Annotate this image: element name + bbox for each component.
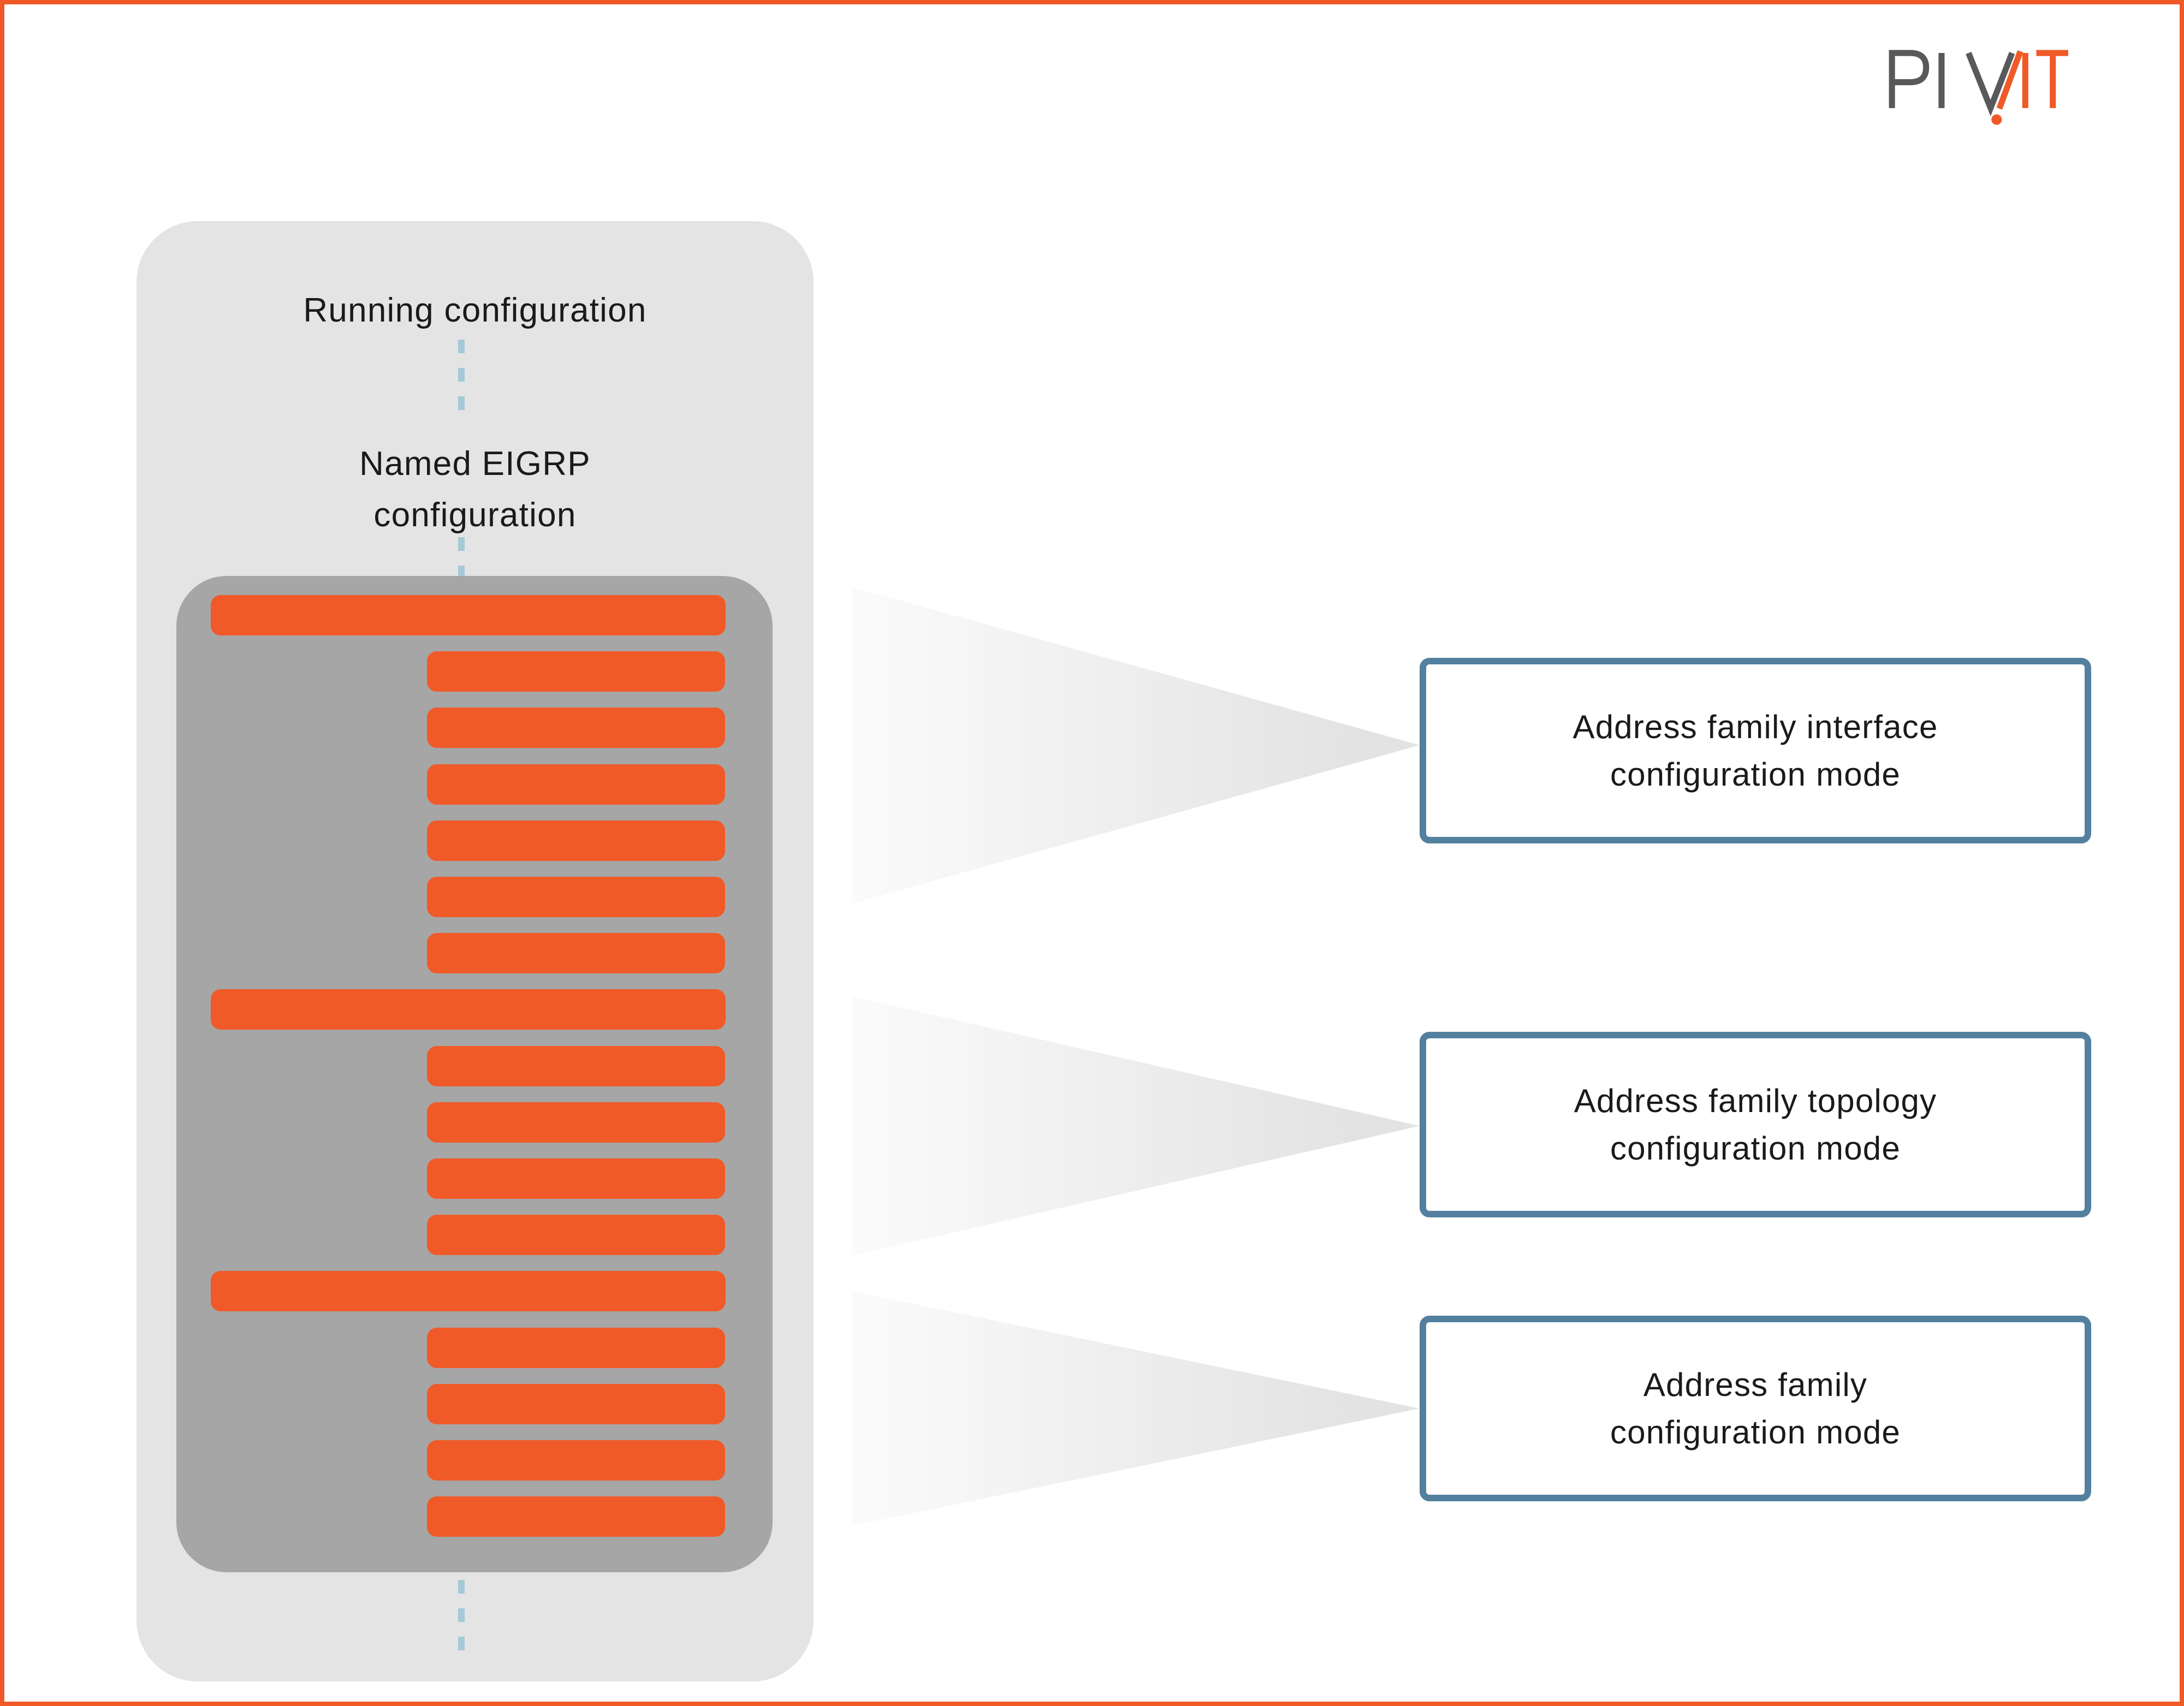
- logo-exclamation-dot: [1991, 114, 2002, 125]
- config-line-bar: [426, 1045, 725, 1086]
- named-eigrp-label-line1: Named EIGRP: [359, 445, 591, 483]
- config-line-bar: [426, 1327, 725, 1368]
- config-line-bar: [426, 933, 725, 974]
- logo-exclamation-slash: [1996, 50, 2023, 110]
- config-line-bar: [426, 1383, 725, 1424]
- arrow-to-topology-mode: [852, 996, 1420, 1256]
- config-line-bar: [211, 595, 726, 635]
- config-line-bar: [211, 989, 726, 1030]
- config-line-bar: [426, 820, 725, 861]
- running-config-label: Running configuration: [303, 291, 647, 329]
- arrow-to-interface-mode: [852, 587, 1420, 903]
- config-line-bar: [426, 1215, 725, 1256]
- mode-box-family: Address family configuration mode: [1420, 1316, 2091, 1501]
- mode-box-interface-label: Address family interface configuration m…: [1572, 709, 1938, 793]
- config-line-bar: [426, 708, 725, 748]
- logo-letter-p: [1889, 50, 1930, 108]
- logo-letter-t: [2036, 50, 2068, 108]
- mode-box-interface: Address family interface configuration m…: [1420, 658, 2091, 843]
- logo-letter-v: [1966, 51, 2015, 116]
- config-line-bar: [426, 651, 725, 692]
- config-line-bar: [426, 764, 725, 805]
- dashed-connector-top: [458, 339, 465, 423]
- config-line-bar: [211, 1271, 726, 1312]
- config-line-bar: [426, 877, 725, 917]
- mode-box-family-label: Address family configuration mode: [1610, 1366, 1901, 1451]
- dashed-connector-middle: [458, 537, 465, 577]
- arrow-to-family-mode: [852, 1291, 1420, 1526]
- config-line-bar: [426, 1496, 725, 1537]
- named-eigrp-label-line2: configuration: [373, 496, 577, 534]
- dashed-connector-bottom: [458, 1579, 465, 1660]
- named-eigrp-config-block: [176, 575, 773, 1572]
- pivit-logo: [1889, 50, 2068, 125]
- config-line-bar: [426, 1102, 725, 1143]
- config-line-bar: [426, 1440, 725, 1481]
- mode-box-topology: Address family topology configuration mo…: [1420, 1032, 2091, 1217]
- config-line-bar: [426, 1158, 725, 1199]
- mode-box-topology-label: Address family topology configuration mo…: [1574, 1083, 1937, 1167]
- named-eigrp-label: Named EIGRP configuration: [136, 438, 814, 541]
